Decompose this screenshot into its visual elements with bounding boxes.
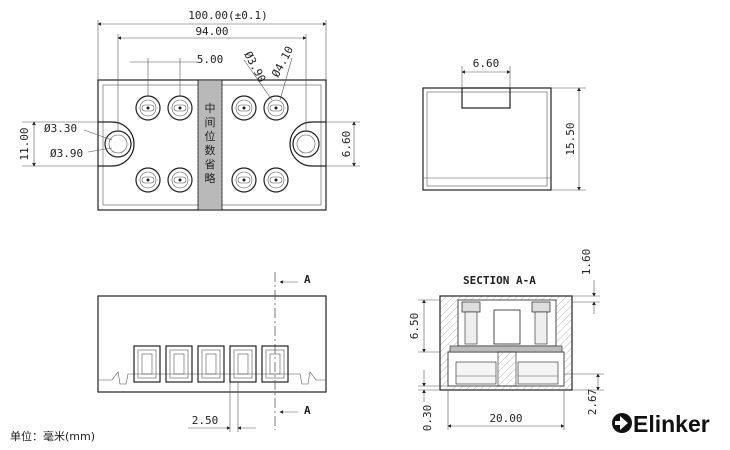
dim-dia-390-top: Ø3.90: [241, 49, 268, 84]
dim-overall-length: 100.00(±0.1): [188, 9, 267, 22]
section-view: SECTION A-A 1.60 6.50: [408, 249, 604, 432]
dim-dia-390-left: Ø3.90: [50, 147, 83, 160]
section-marker-bottom: A: [304, 404, 311, 417]
mounting-hole-left: [98, 121, 135, 167]
section-screws: [461, 301, 551, 345]
omission-char-6: 略: [205, 171, 216, 185]
dim-pitch-bottom: 2.50: [192, 414, 219, 427]
front-view: A A 2.50: [97, 272, 327, 432]
dim-side-top-width: 6.60: [473, 57, 500, 70]
dim-sec-1-60: 1.60: [580, 249, 593, 276]
dim-dia-410: Ø4.10: [269, 44, 296, 79]
brand-name: Elinker: [633, 411, 710, 437]
mounting-hole-right: [289, 121, 326, 167]
front-view-outline: [97, 295, 327, 393]
dim-pitch-top: 5.00: [197, 53, 224, 66]
brand-logo: Elinker: [612, 411, 710, 437]
dim-sec-0-30: 0.30: [421, 405, 434, 432]
section-marker-top: A: [304, 273, 311, 286]
top-view: 中 间 位 数 省 略 100: [18, 9, 360, 211]
dim-inner-length: 94.00: [195, 25, 228, 38]
dim-width-right: 6.60: [340, 131, 353, 158]
brand-mark-icon: [612, 413, 632, 433]
wire-entries: [133, 345, 289, 383]
dim-side-height: 15.50: [564, 122, 577, 155]
side-view-outline: [422, 87, 552, 191]
omission-char-4: 数: [205, 144, 216, 157]
omission-char-3: 位: [205, 129, 216, 143]
dim-sec-2-67: 2.67: [586, 389, 599, 416]
side-view-slot: [461, 87, 511, 109]
dim-dia-330: Ø3.30: [44, 122, 77, 135]
omission-char-2: 间: [205, 116, 216, 129]
unit-label: 单位：毫米(mm): [10, 429, 95, 443]
omission-char-5: 省: [205, 158, 216, 171]
section-title: SECTION A-A: [463, 274, 536, 287]
dim-sec-6-50: 6.50: [408, 313, 421, 340]
side-view: 6.60 15.50: [422, 57, 586, 191]
dim-sec-20-00: 20.00: [489, 412, 522, 425]
dim-height-left: 11.00: [18, 127, 31, 160]
omission-strip: [197, 79, 223, 211]
omission-char-1: 中: [205, 102, 216, 115]
